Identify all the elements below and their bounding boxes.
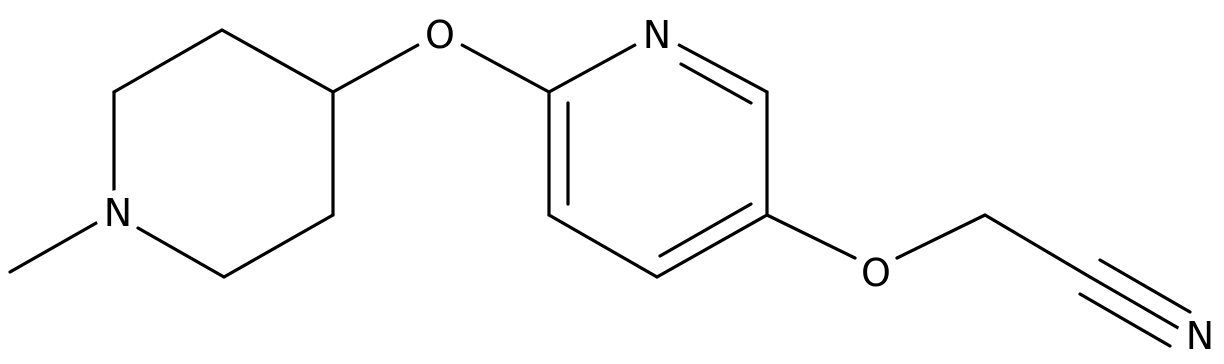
ether-o-upper-label: O	[425, 13, 455, 57]
bond-c5-o	[765, 213, 857, 260]
bond-pyr-c5-c4	[655, 213, 769, 279]
bond-nitrile-1	[1088, 275, 1182, 331]
bond-pyr-n1-c6	[677, 43, 769, 94]
bonds	[8, 28, 1192, 348]
bond-nitrile-3	[1078, 292, 1172, 348]
bond-nitrile-2	[1098, 258, 1192, 314]
piperidine-n-label: N	[104, 191, 132, 235]
bond-pyr-c4-c3	[547, 213, 659, 279]
pyridine-n-label: N	[643, 13, 671, 57]
bond-ch2-c	[983, 213, 1092, 279]
bond-pip-c3-c4	[220, 28, 335, 94]
bond-pyr-c5-c4-inner	[658, 202, 753, 258]
atom-piperidine-n: N	[95, 190, 141, 236]
atom-nitrile-n: N	[1177, 313, 1223, 359]
bond-pip-c5-c6	[222, 213, 335, 279]
atom-pyridine-n: N	[634, 12, 680, 58]
bond-pyr-c2-n1	[547, 43, 637, 94]
atom-labels: N O N O N	[95, 12, 1223, 359]
nitrile-n-label: N	[1186, 314, 1214, 358]
bond-c4-o	[331, 43, 420, 94]
atom-ether-o-lower: O	[853, 250, 899, 296]
bond-o-ch2	[895, 213, 987, 260]
bond-pyr-n1-c6-inner	[679, 62, 753, 105]
ether-o-lower-label: O	[861, 251, 891, 295]
bond-methyl-n	[8, 220, 100, 274]
atom-ether-o-upper: O	[417, 12, 463, 58]
bond-o-pyr-c2	[460, 43, 551, 94]
bond-pip-c6-n	[136, 226, 226, 279]
bond-pip-c2-c3	[112, 28, 224, 94]
